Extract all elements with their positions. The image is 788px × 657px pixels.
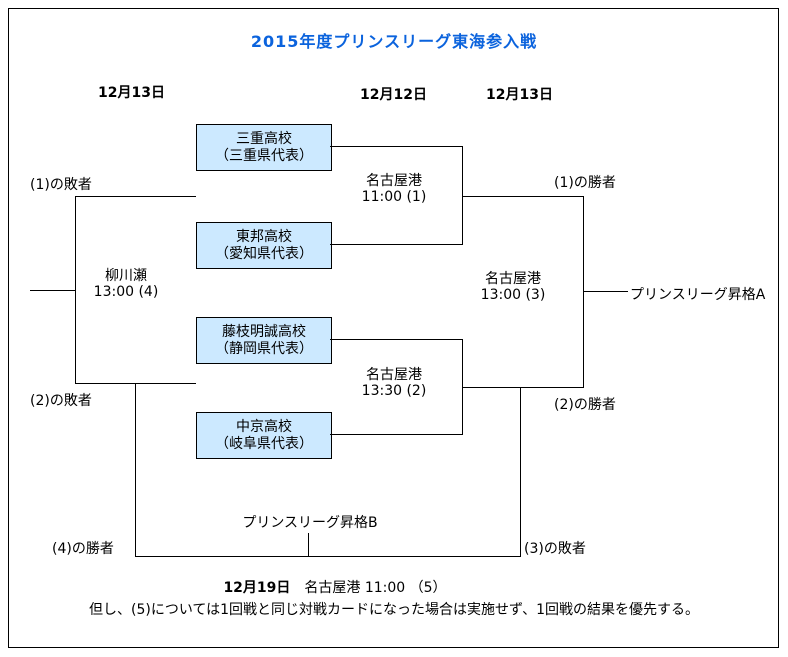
note-text: 但し、(5)については1回戦と同じ対戦カードになった場合は実施せず、1回戦の結果… xyxy=(89,602,699,618)
date-header-middle: 12月12日 xyxy=(360,87,427,103)
label-winner4: (4)の勝者 xyxy=(52,541,114,557)
team-name: 藤枝明誠高校 xyxy=(222,323,306,340)
team-name: 中京高校 xyxy=(236,418,292,435)
label-winner2: (2)の勝者 xyxy=(554,397,616,413)
team-region: （岐阜県代表） xyxy=(215,435,313,452)
match5-info: 12月19日 名古屋港 11:00 （5） xyxy=(140,577,530,597)
line-match1-bottom-entrant xyxy=(330,244,462,245)
team-name: 東邦高校 xyxy=(236,228,292,245)
line-match4-vertical xyxy=(75,196,76,384)
match4-venue: 柳川瀬 xyxy=(105,268,147,284)
page-title: 2015年度プリンスリーグ東海参入戦 xyxy=(250,32,538,51)
team-box-chukyo: 中京高校 （岐阜県代表） xyxy=(196,412,332,459)
match3-label: 名古屋港 13:00 (3) xyxy=(448,271,578,303)
match1-time: 11:00 (1) xyxy=(361,189,427,205)
match3-venue: 名古屋港 xyxy=(485,271,541,287)
team-region: （愛知県代表） xyxy=(215,245,313,262)
team-region: （三重県代表） xyxy=(215,147,313,164)
match2-label: 名古屋港 13:30 (2) xyxy=(330,367,458,399)
label-winner1: (1)の勝者 xyxy=(554,175,616,191)
outer-border xyxy=(8,8,779,648)
match1-venue: 名古屋港 xyxy=(366,173,422,189)
match5-date: 12月19日 xyxy=(223,580,291,596)
label-loser2: (2)の敗者 xyxy=(30,393,92,409)
team-box-mie: 三重高校 （三重県代表） xyxy=(196,124,332,171)
match3-time: 13:00 (3) xyxy=(480,287,546,303)
match1-label: 名古屋港 11:00 (1) xyxy=(330,173,458,205)
line-match1-top-entrant xyxy=(330,146,462,147)
date-header-right: 12月13日 xyxy=(486,87,553,103)
line-match2-top-entrant xyxy=(330,339,462,340)
team-box-fujieda-meisei: 藤枝明誠高校 （静岡県代表） xyxy=(196,317,332,364)
line-match5-horizontal xyxy=(135,556,521,557)
line-match1-output xyxy=(462,196,583,197)
date-header-left: 12月13日 xyxy=(98,85,165,101)
label-loser1: (1)の敗者 xyxy=(30,177,92,193)
line-winner4-drop xyxy=(135,383,136,557)
line-match2-output xyxy=(462,387,583,388)
line-match4-output xyxy=(30,290,75,291)
promotion-a-label: プリンスリーグ昇格A xyxy=(630,287,766,303)
label-loser3: (3)の敗者 xyxy=(524,541,586,557)
line-match5-output-tick xyxy=(308,533,309,556)
line-match1-vertical xyxy=(462,146,463,245)
line-match2-bottom-entrant xyxy=(330,434,462,435)
line-match4-top-entrant xyxy=(75,196,196,197)
line-loser3-drop xyxy=(520,387,521,557)
match2-venue: 名古屋港 xyxy=(366,367,422,383)
match5-venue-time: 名古屋港 11:00 （5） xyxy=(290,580,447,596)
team-name: 三重高校 xyxy=(236,130,292,147)
match4-time: 13:00 (4) xyxy=(93,284,159,300)
team-box-toho: 東邦高校 （愛知県代表） xyxy=(196,222,332,269)
match2-time: 13:30 (2) xyxy=(361,383,427,399)
team-region: （静岡県代表） xyxy=(215,340,313,357)
match4-label: 柳川瀬 13:00 (4) xyxy=(66,268,186,300)
line-match3-vertical xyxy=(583,196,584,388)
promotion-b-label: プリンスリーグ昇格B xyxy=(242,515,378,531)
line-match3-output xyxy=(583,291,628,292)
